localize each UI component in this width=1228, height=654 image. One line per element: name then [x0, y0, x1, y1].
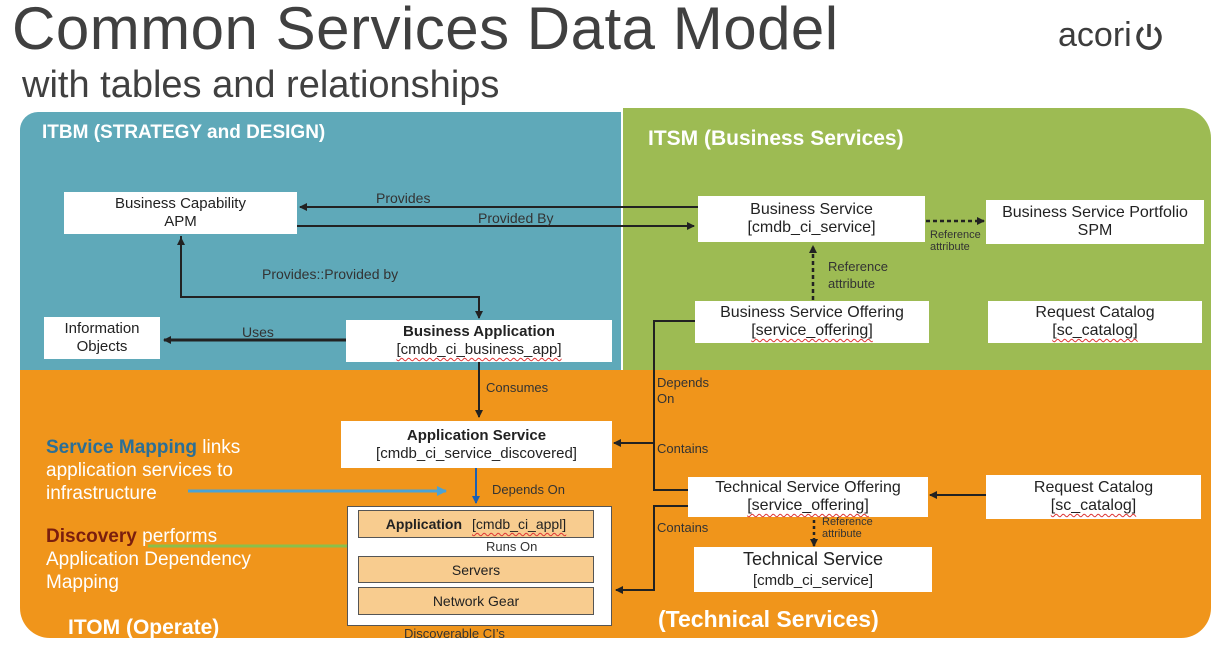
itbm-label: ITBM (STRATEGY and DESIGN) [42, 122, 326, 143]
network-gear-label: Network Gear [432, 593, 520, 609]
information-objects-line1: Information [64, 320, 140, 337]
business-capability-sub: APM [164, 213, 197, 230]
depends-on-center-label: Depends On [492, 482, 565, 497]
business-application-title: Business Application [403, 323, 555, 340]
business-service-box: Business Service [cmdb_ci_service] [698, 196, 925, 242]
provides-provided-by-label: Provides::Provided by [262, 266, 399, 282]
contains-bottom-label: Contains [657, 520, 709, 535]
consumes-label: Consumes [486, 380, 549, 395]
service-mapping-note: Service Mapping links application servic… [46, 436, 286, 505]
information-objects-box: Information Objects [44, 317, 160, 359]
business-service-portfolio-sub: SPM [1077, 222, 1113, 239]
technical-service-table: [cmdb_ci_service] [752, 571, 874, 589]
request-catalog-bottom-box: Request Catalog [sc_catalog] [986, 475, 1201, 519]
business-application-table: [cmdb_ci_business_app] [396, 341, 562, 358]
request-catalog-bottom-table: [sc_catalog] [1050, 497, 1137, 514]
uses-label: Uses [242, 324, 274, 340]
technical-service-offering-box: Technical Service Offering [service_offe… [688, 477, 928, 517]
information-objects-line2: Objects [76, 338, 128, 355]
application-box: Application [cmdb_ci_appl] [358, 510, 594, 538]
reference-attribute-vertical-label: Reference attribute [828, 259, 888, 291]
contains-bottom-arrow [615, 505, 688, 594]
reference-attribute-tso-label: Reference attribute [822, 516, 873, 540]
business-capability-box: Business Capability APM [64, 192, 297, 234]
technical-service-offering-title: Technical Service Offering [715, 479, 901, 496]
application-service-table: [cmdb_ci_service_discovered] [376, 444, 577, 462]
business-capability-title: Business Capability [115, 195, 246, 212]
network-gear-box: Network Gear [358, 587, 594, 615]
reference-attribute-label: Reference attribute [930, 229, 981, 253]
business-service-portfolio-box: Business Service Portfolio SPM [986, 200, 1204, 244]
business-service-offering-box: Business Service Offering [service_offer… [695, 301, 929, 343]
business-application-box: Business Application [cmdb_ci_business_a… [346, 320, 612, 362]
page-subtitle: with tables and relationships [22, 64, 500, 106]
servers-label: Servers [451, 561, 501, 578]
discovery-highlight: Discovery [46, 526, 137, 547]
business-service-offering-table: [service_offering] [751, 322, 873, 339]
request-catalog-top-table: [sc_catalog] [1052, 322, 1138, 339]
business-service-offering-title: Business Service Offering [720, 304, 904, 321]
service-mapping-highlight: Service Mapping [46, 437, 197, 458]
business-service-table: [cmdb_ci_service] [747, 219, 876, 236]
request-catalog-top-title: Request Catalog [1035, 304, 1155, 321]
request-catalog-top-box: Request Catalog [sc_catalog] [988, 301, 1202, 343]
runs-on-label: Runs On [486, 539, 538, 554]
power-icon [1135, 23, 1162, 50]
contains-top-label: Contains [657, 441, 709, 456]
technical-services-label: (Technical Services) [658, 606, 879, 632]
business-service-title: Business Service [750, 201, 873, 218]
servers-box: Servers [358, 556, 594, 583]
depends-on-line [653, 320, 695, 491]
technical-service-box: Technical Service [cmdb_ci_service] [694, 547, 932, 592]
service-mapping-text: links application services to infrastruc… [46, 437, 241, 504]
provides-label: Provides [376, 190, 431, 206]
discovery-note: Discovery performs Application Dependenc… [46, 525, 296, 594]
business-service-portfolio-title: Business Service Portfolio [1002, 204, 1188, 221]
discovery-text: performs Application Dependency Mapping [46, 526, 251, 593]
depends-on-right-label: Depends On [657, 375, 710, 406]
technical-service-title: Technical Service [742, 548, 884, 569]
application-service-title: Application Service [406, 426, 547, 444]
application-table: [cmdb_ci_appl] [472, 516, 567, 532]
technical-service-offering-table: [service_offering] [747, 497, 869, 514]
acorio-logo: acori [1058, 16, 1164, 55]
itsm-label: ITSM (Business Services) [648, 127, 904, 150]
discoverable-cis-label: Discoverable CI’s [404, 626, 505, 641]
application-service-box: Application Service [cmdb_ci_service_dis… [341, 421, 612, 468]
logo-text: acori [1058, 16, 1132, 54]
application-title: Application [385, 516, 463, 532]
provided-by-label: Provided By [478, 210, 554, 226]
request-catalog-bottom-title: Request Catalog [1033, 479, 1154, 496]
itom-label: ITOM (Operate) [68, 616, 220, 639]
page-title: Common Services Data Model [12, 0, 839, 62]
